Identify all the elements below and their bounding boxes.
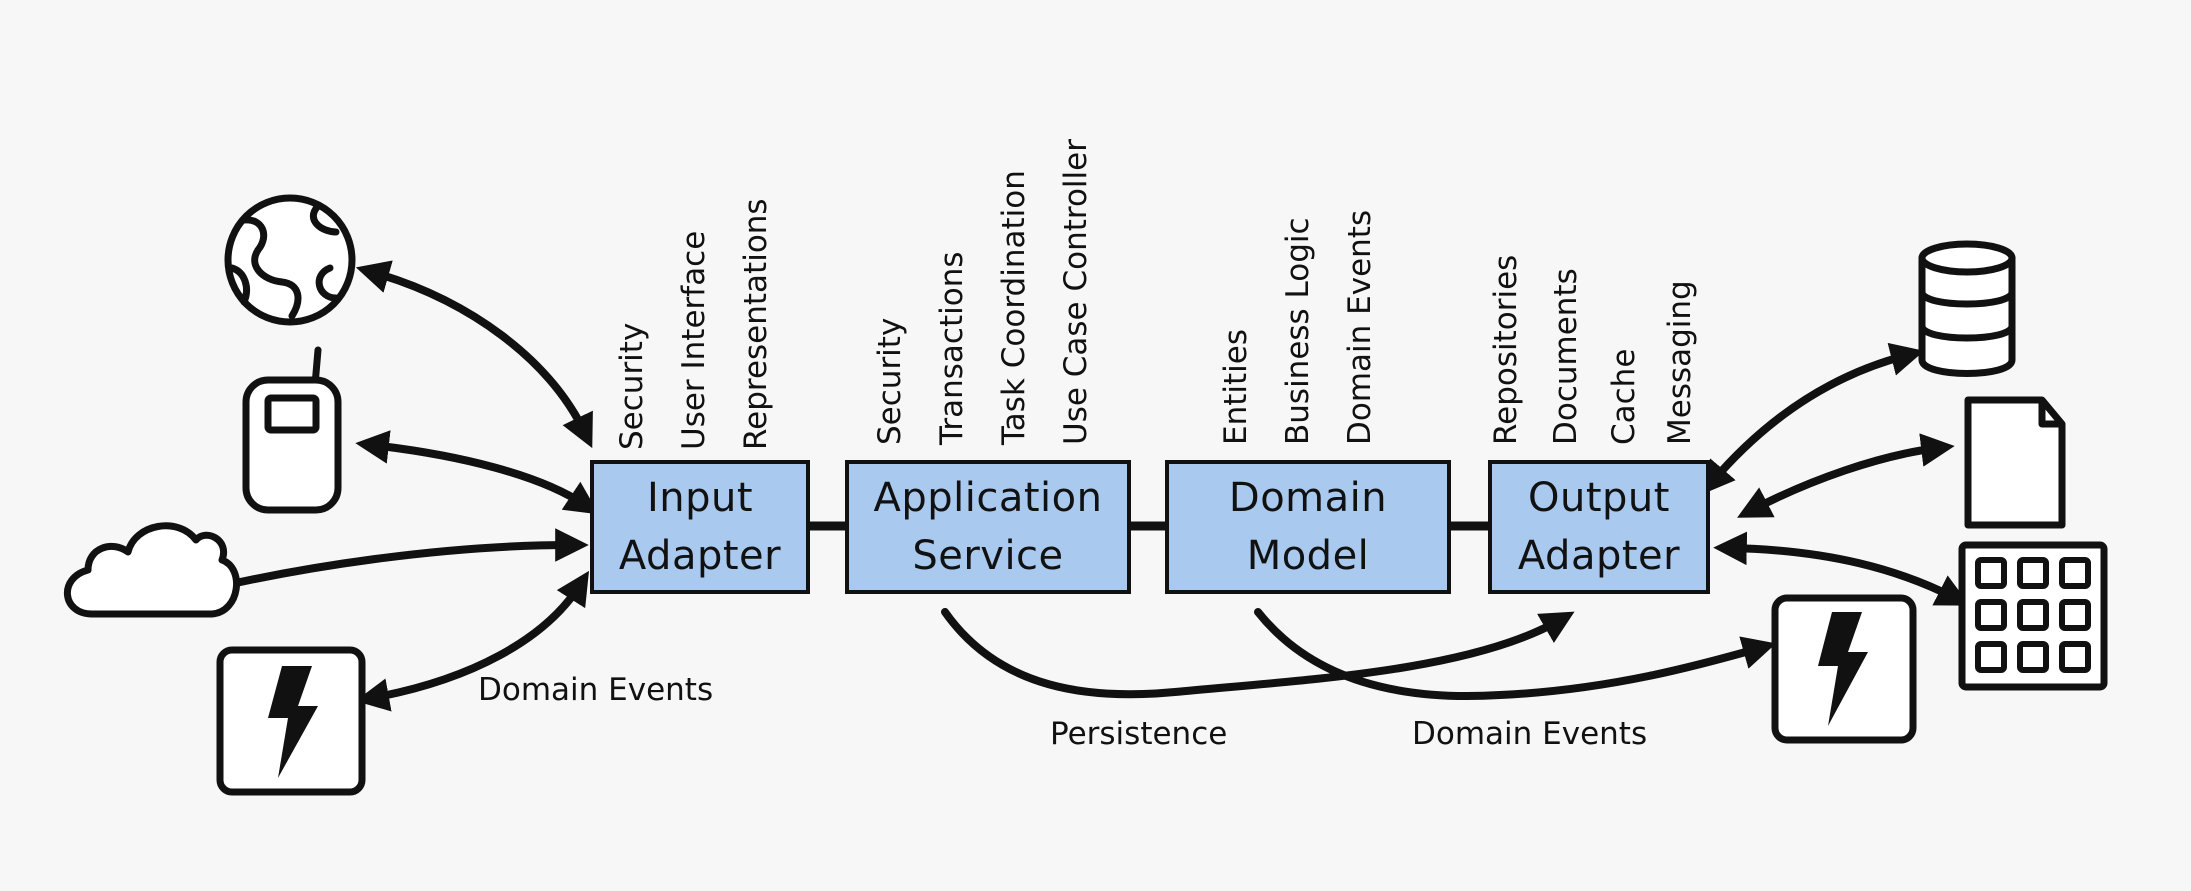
document-icon [1964, 396, 2066, 529]
concern-label: Entities [1218, 329, 1254, 445]
box-line: Application [873, 475, 1103, 521]
lightning-event-icon-right [1771, 594, 1917, 744]
concern-label: Domain Events [1342, 209, 1378, 445]
box-line: Service [912, 533, 1064, 579]
cache-arrow [1713, 531, 1970, 606]
box-line: Adapter [1517, 533, 1681, 579]
phone-arrow [355, 430, 599, 515]
box-line: Model [1246, 533, 1370, 579]
globe-icon [224, 194, 356, 326]
box-line: Adapter [618, 533, 782, 579]
right-domain-events-label: Domain Events [1412, 716, 1648, 752]
box-line: Output [1528, 475, 1670, 521]
concern-label: Security [872, 317, 908, 445]
domain-events-arrow [1254, 608, 1777, 701]
right-arrows [1701, 342, 1970, 606]
concern-label: Transactions [934, 251, 970, 446]
cloud-icon [64, 522, 240, 618]
cache-grid-icon [1958, 541, 2108, 691]
document-arrow [1737, 433, 1955, 518]
persistence-label: Persistence [1050, 716, 1228, 752]
concern-label: Repositories [1488, 254, 1524, 445]
box-line: Input [646, 475, 754, 521]
globe-arrow [355, 260, 593, 449]
database-arrow [1701, 342, 1925, 495]
concern-label: User Interface [676, 230, 712, 450]
persistence-arrow [941, 608, 1575, 699]
concern-label: Business Logic [1280, 217, 1316, 445]
concern-label: Task Coordination [996, 170, 1032, 445]
event-arrow [355, 570, 590, 712]
concern-label: Cache [1606, 348, 1642, 445]
concern-label: Messaging [1662, 280, 1698, 445]
left-arrows [155, 260, 599, 712]
mobile-phone-icon [242, 346, 342, 514]
concern-label: Security [614, 322, 650, 450]
concern-label: Representations [738, 198, 774, 450]
box-line: Domain [1228, 475, 1388, 521]
database-icon [1918, 240, 2016, 377]
concern-label: Documents [1548, 268, 1584, 445]
left-domain-events-label: Domain Events [478, 672, 714, 708]
lightning-event-icon-left [216, 646, 366, 796]
concern-label: Use Case Controller [1058, 139, 1094, 445]
bottom-curves [941, 608, 1777, 701]
